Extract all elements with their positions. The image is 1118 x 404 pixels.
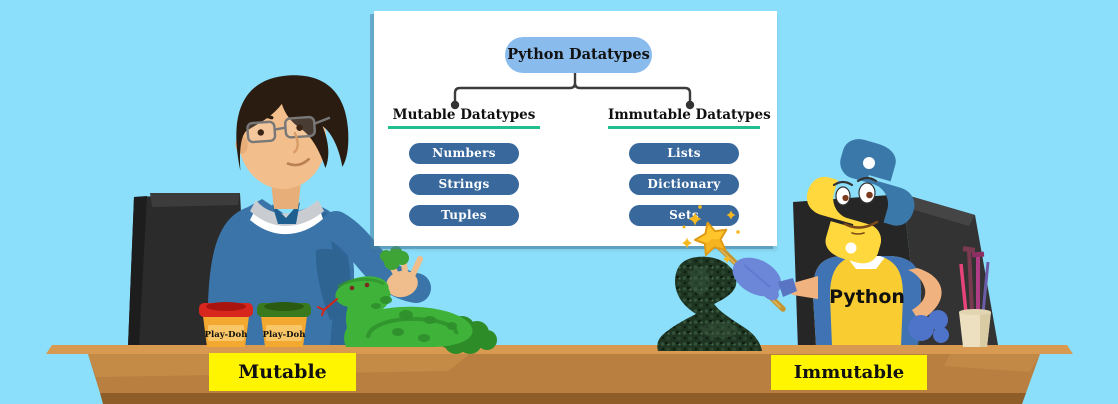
branch-immutable: Immutable Datatypes Lists Dictionary Set… (608, 107, 771, 226)
cobra-statue (657, 256, 762, 351)
man-head (235, 75, 349, 189)
robot-right-arm (908, 268, 942, 321)
desk-label-mutable: Mutable (209, 353, 356, 391)
desk-label-immutable: Immutable (771, 355, 927, 390)
node-numbers: Numbers (409, 143, 519, 164)
pencil-cup (959, 246, 991, 347)
playdoh-label-left: Play-Doh (205, 330, 248, 340)
branch-connector (450, 73, 695, 110)
green-snake (317, 276, 497, 354)
mutable-heading: Mutable Datatypes (392, 107, 536, 123)
playdoh-tub-green: Play-Doh (257, 302, 311, 347)
robot-face (832, 176, 879, 235)
datatypes-panel: Python Datatypes Mutable Datatypes Numbe… (374, 11, 777, 246)
playdoh-label-right: Play-Doh (263, 330, 306, 340)
immutable-heading: Immutable Datatypes (608, 107, 771, 123)
man-hair (236, 75, 349, 171)
immutable-underline (608, 126, 760, 129)
snake-spots (371, 296, 457, 342)
mutable-underline (388, 126, 540, 129)
playdoh-tub-red: Play-Doh (199, 302, 253, 347)
robot-chest-label: Python (829, 286, 905, 308)
branch-mutable: Mutable Datatypes Numbers Strings Tuples (388, 107, 540, 226)
node-strings: Strings (409, 174, 519, 195)
man-collar (250, 200, 324, 226)
man-character (207, 75, 431, 346)
node-tuples: Tuples (409, 205, 519, 226)
robot-hip-mitten (908, 310, 949, 343)
desk-top (46, 345, 1073, 354)
logo-yellow-snake (806, 176, 882, 264)
node-dictionary: Dictionary (629, 174, 739, 195)
robot-vest (812, 256, 922, 346)
playdoh-blob (380, 246, 409, 270)
snake-tongue (317, 298, 338, 316)
node-sets: Sets (629, 205, 739, 226)
root-node: Python Datatypes (505, 37, 652, 73)
python-robot: Python (788, 139, 949, 346)
man-glasses (246, 115, 331, 144)
python-logo-head (806, 139, 915, 264)
node-lists: Lists (629, 143, 739, 164)
desk-base (100, 393, 1026, 404)
logo-blue-snake (840, 139, 915, 226)
